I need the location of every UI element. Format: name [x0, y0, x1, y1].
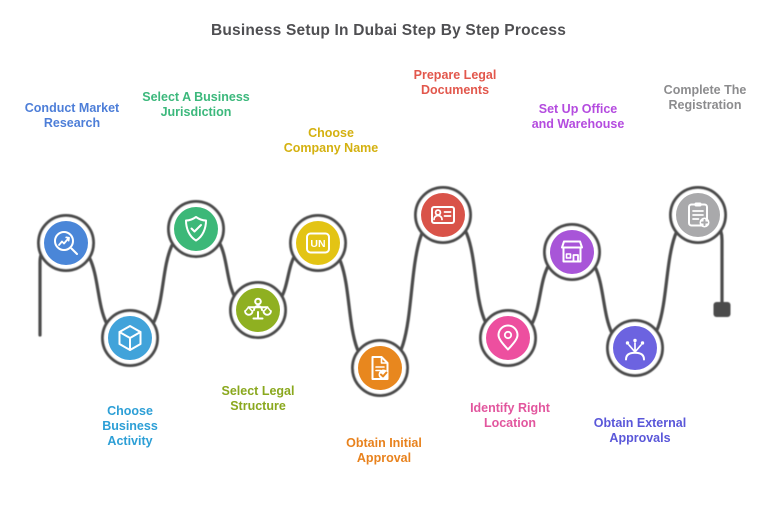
- step-node-market-research: [44, 221, 88, 265]
- step-label-legal-documents: Prepare Legal Documents: [413, 68, 497, 97]
- name-badge-icon: UN: [306, 232, 330, 254]
- step-node-right-location: [486, 316, 530, 360]
- step-node-external-approvals: [613, 326, 657, 370]
- step-label-registration: Complete The Registration: [663, 83, 747, 112]
- step-node-office-warehouse: [550, 230, 594, 274]
- name-badge-letters: UN: [310, 238, 325, 250]
- step-label-company-name: Choose Company Name: [283, 126, 379, 155]
- package-box-icon: [118, 325, 142, 351]
- shield-check-icon: [185, 216, 207, 242]
- step-node-business-activity: [108, 316, 152, 360]
- page-title: Business Setup In Dubai Step By Step Pro…: [210, 22, 567, 39]
- hand-approval-icon: [625, 338, 645, 361]
- step-node-legal-documents: [421, 193, 465, 237]
- step-node-company-name: UN: [296, 221, 340, 265]
- step-label-right-location: Identify Right Location: [470, 401, 550, 430]
- clipboard-plus-icon: [688, 202, 710, 228]
- analytics-magnifier-icon: [54, 231, 78, 255]
- document-check-icon: [371, 356, 389, 380]
- step-label-business-jurisdiction: Select A Business Jurisdiction: [142, 90, 250, 119]
- step-label-office-warehouse: Set Up Office and Warehouse: [531, 102, 625, 131]
- step-node-business-jurisdiction: [174, 207, 218, 251]
- step-label-external-approvals: Obtain External Approvals: [593, 416, 687, 445]
- location-pin-icon: [497, 324, 519, 351]
- step-label-initial-approval: Obtain Initial Approval: [346, 436, 422, 465]
- step-node-initial-approval: [358, 346, 402, 390]
- id-card-icon: [431, 206, 455, 224]
- step-node-registration: [676, 193, 720, 237]
- step-label-business-activity: Choose Business Activity: [102, 404, 158, 448]
- track-end-knob: [713, 302, 731, 317]
- storefront-icon: [561, 240, 583, 263]
- step-label-legal-structure: Select Legal Structure: [221, 384, 295, 413]
- scales-person-icon: [244, 297, 272, 320]
- step-node-legal-structure: [236, 288, 280, 332]
- step-label-market-research: Conduct Market Research: [24, 101, 120, 130]
